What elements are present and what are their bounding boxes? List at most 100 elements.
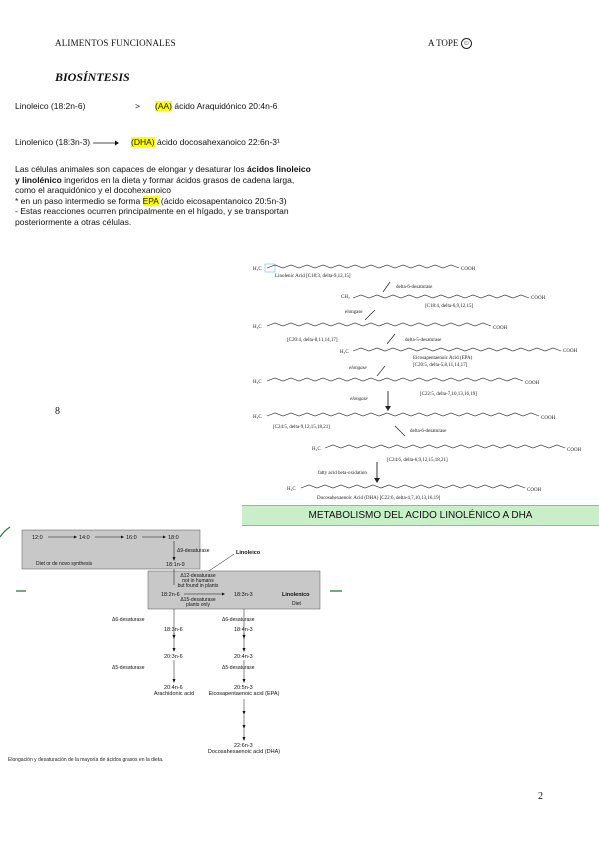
right-22-6n3: 22:6n-3: [234, 743, 253, 749]
cooh-3: COOH: [493, 326, 508, 331]
arrow-head-5: [385, 406, 391, 411]
p2-rest: (ácido eicosapentanoico 20:5n-3): [158, 195, 287, 206]
p1-bold: ácidos linoleico y linolénico: [15, 164, 311, 185]
left-d5: Δ5-desaturase: [112, 665, 145, 671]
n3-start: 18:3n-3: [234, 592, 253, 598]
label-c24-5: [C24:5, delta-9,12,15,18,21]: [273, 425, 330, 430]
label-epa: Eicosapentaenoic Acid (EPA): [413, 356, 473, 361]
chain-dha: [300, 484, 526, 489]
p1-start: Las células animales son capaces de elon…: [15, 164, 245, 174]
header-right: A TOPE ☺: [428, 38, 472, 50]
chain-c18-3: [266, 264, 460, 269]
ch3-label-8: H₃C: [287, 487, 296, 492]
chain-c20-4: [266, 322, 492, 327]
right-20-5n3: 20:5n-3: [234, 685, 253, 691]
chain-epa: [352, 347, 562, 352]
figure-banner: METABOLISMO DEL ACIDO LINOLÉNICO A DHA: [242, 505, 599, 526]
diet-label: Diet: [292, 601, 302, 607]
left-20-3n6: 20:3n-6: [164, 654, 183, 660]
arrow-step-2: [364, 309, 376, 321]
aa-highlight: (AA): [155, 101, 172, 111]
dha-label: Docosahexaenoic acid (DHA): [208, 749, 280, 755]
cooh-4: COOH: [563, 349, 578, 354]
linolenico-source-text: Linolenico (18:3n-3): [15, 137, 91, 147]
page-title: BIOSÍNTESIS: [55, 70, 130, 84]
label-c18-4: [C18:4, delta-6,9,12,15]: [425, 304, 474, 309]
chain-16-0: 16:0: [126, 535, 137, 541]
arrow-head-7: [374, 478, 380, 483]
left-18-3n6: 18:3n-6: [164, 627, 183, 633]
linolenico-label: Linolenico: [282, 592, 310, 598]
chain-14-0: 14:0: [79, 535, 90, 541]
diet-box-2: [147, 570, 321, 610]
epa-label: Eicosapentaenoic acid (EPA): [209, 691, 280, 697]
left-20-4n6: 20:4n-6: [164, 685, 183, 691]
linoleico-label: Linoleico: [236, 550, 261, 556]
dha-highlight: (DHA): [131, 137, 155, 147]
arrow-step-3: [386, 333, 396, 345]
linolenico-source: Linolenico (18:3n-3): [15, 137, 119, 147]
ch3-label-4: H₃C: [340, 350, 349, 355]
left-decoration: [0, 526, 11, 538]
ch3-label-3: H₃C: [253, 325, 262, 330]
ch3-label-7: H₃C: [312, 447, 321, 452]
linoleico-arrow: >: [135, 101, 140, 111]
d9-label: Δ9-desaturase: [177, 548, 210, 554]
chain-18-0: 18:0: [168, 535, 179, 541]
epa-highlight: EPA: [142, 195, 159, 206]
n6-start: 18:2n-6: [161, 592, 180, 598]
arrow-step-1: [382, 281, 391, 293]
smiley-icon: ☺: [460, 38, 472, 50]
linolenico-product: (DHA) ácido docosahexanoico 22:6n-3¹: [131, 137, 280, 147]
chain-c24-5: [266, 412, 540, 417]
page-number-left: 8: [55, 406, 60, 417]
d12-line1: Δ12-desaturase: [180, 573, 216, 579]
paragraph-1: Las células animales son capaces de elon…: [15, 164, 315, 196]
label-dha: Docosahexaenoic Acid (DHA) [C22:6, delta…: [317, 496, 441, 501]
label-elongase-2: elongase: [349, 366, 368, 371]
ch3-label-6: H₃C: [253, 415, 262, 420]
cooh-8: COOH: [527, 488, 542, 493]
dha-text: ácido docosahexanoico 22:6n-3¹: [154, 137, 280, 147]
label-c20-4: [C20:4, delta-8,11,14,17]: [287, 338, 338, 343]
right-d6: Δ6-desaturase: [222, 617, 255, 623]
chain-c22-5: [266, 377, 524, 382]
cooh-6: COOH: [541, 416, 556, 421]
label-d6-1: delta-6-desaturase: [396, 285, 433, 290]
p2-start: * en un paso intermedio se forma: [15, 195, 143, 206]
arrow-step-4: [376, 365, 386, 377]
arachidonic-label: Arachidonic acid: [154, 691, 194, 697]
label-d5: delta-5-desaturase: [405, 338, 442, 343]
label-c24-6: [C24:6, delta-6,9,12,15,18,21]: [387, 458, 448, 463]
chain-c24-6: [324, 444, 566, 449]
ch3-label-1: H₃C: [253, 267, 262, 272]
cooh-7: COOH: [567, 448, 582, 453]
left-d6: Δ6-desaturase: [112, 617, 145, 623]
figure-caption: Elongación y desaturación de la mayoría …: [8, 757, 164, 763]
label-beta-oxidation: fatty acid beta-oxidation: [318, 471, 367, 476]
ch3-label-5: H₃C: [253, 380, 262, 385]
diet-novo-label: Diet or de novo synthesis: [36, 561, 93, 567]
fatty-acid-desaturation-diagram: 12:0 14:0 16:0 18:0 Δ9-desaturase Diet o…: [0, 526, 342, 755]
label-c22-5: [C22:5, delta-7,10,13,16,19]: [420, 392, 477, 397]
cooh-2: COOH: [531, 296, 546, 301]
arrow-step-6: [394, 425, 406, 437]
selection-box: [264, 263, 276, 273]
n9-label: 18:1n-9: [166, 562, 185, 568]
p1-rest: ingeridos en la dieta y formar ácidos gr…: [15, 174, 295, 196]
d15-line1: Δ15-desaturase: [180, 597, 216, 603]
arrow-right-icon: [92, 140, 119, 146]
label-d6-2: delta-6-desaturase: [410, 429, 447, 434]
linoleico-product: (AA) ácido Araquidónico 20:4n-6: [155, 101, 277, 111]
label-elongase-1: elongase: [345, 310, 363, 315]
paragraph-3: - Estas reacciones ocurren principalment…: [15, 206, 289, 227]
cooh-1: COOH: [461, 267, 476, 272]
d12-line3: but found in plants: [178, 583, 219, 589]
chain-12-0: 12:0: [32, 535, 43, 541]
label-linolenic: Linolenic Acid [C18:3, delta-9,12,15]: [275, 274, 351, 279]
label-c20-5: [C20:5, delta-5,8,11,14,17]: [413, 363, 468, 368]
chain-c18-4: [352, 294, 530, 299]
linolenic-dha-pathway-figure: H₃C COOH Linolenic Acid [C18:3, delta-9,…: [253, 263, 582, 501]
label-elongase-3: elongase: [350, 397, 369, 402]
ch3-label-2: CH₃: [341, 295, 350, 300]
